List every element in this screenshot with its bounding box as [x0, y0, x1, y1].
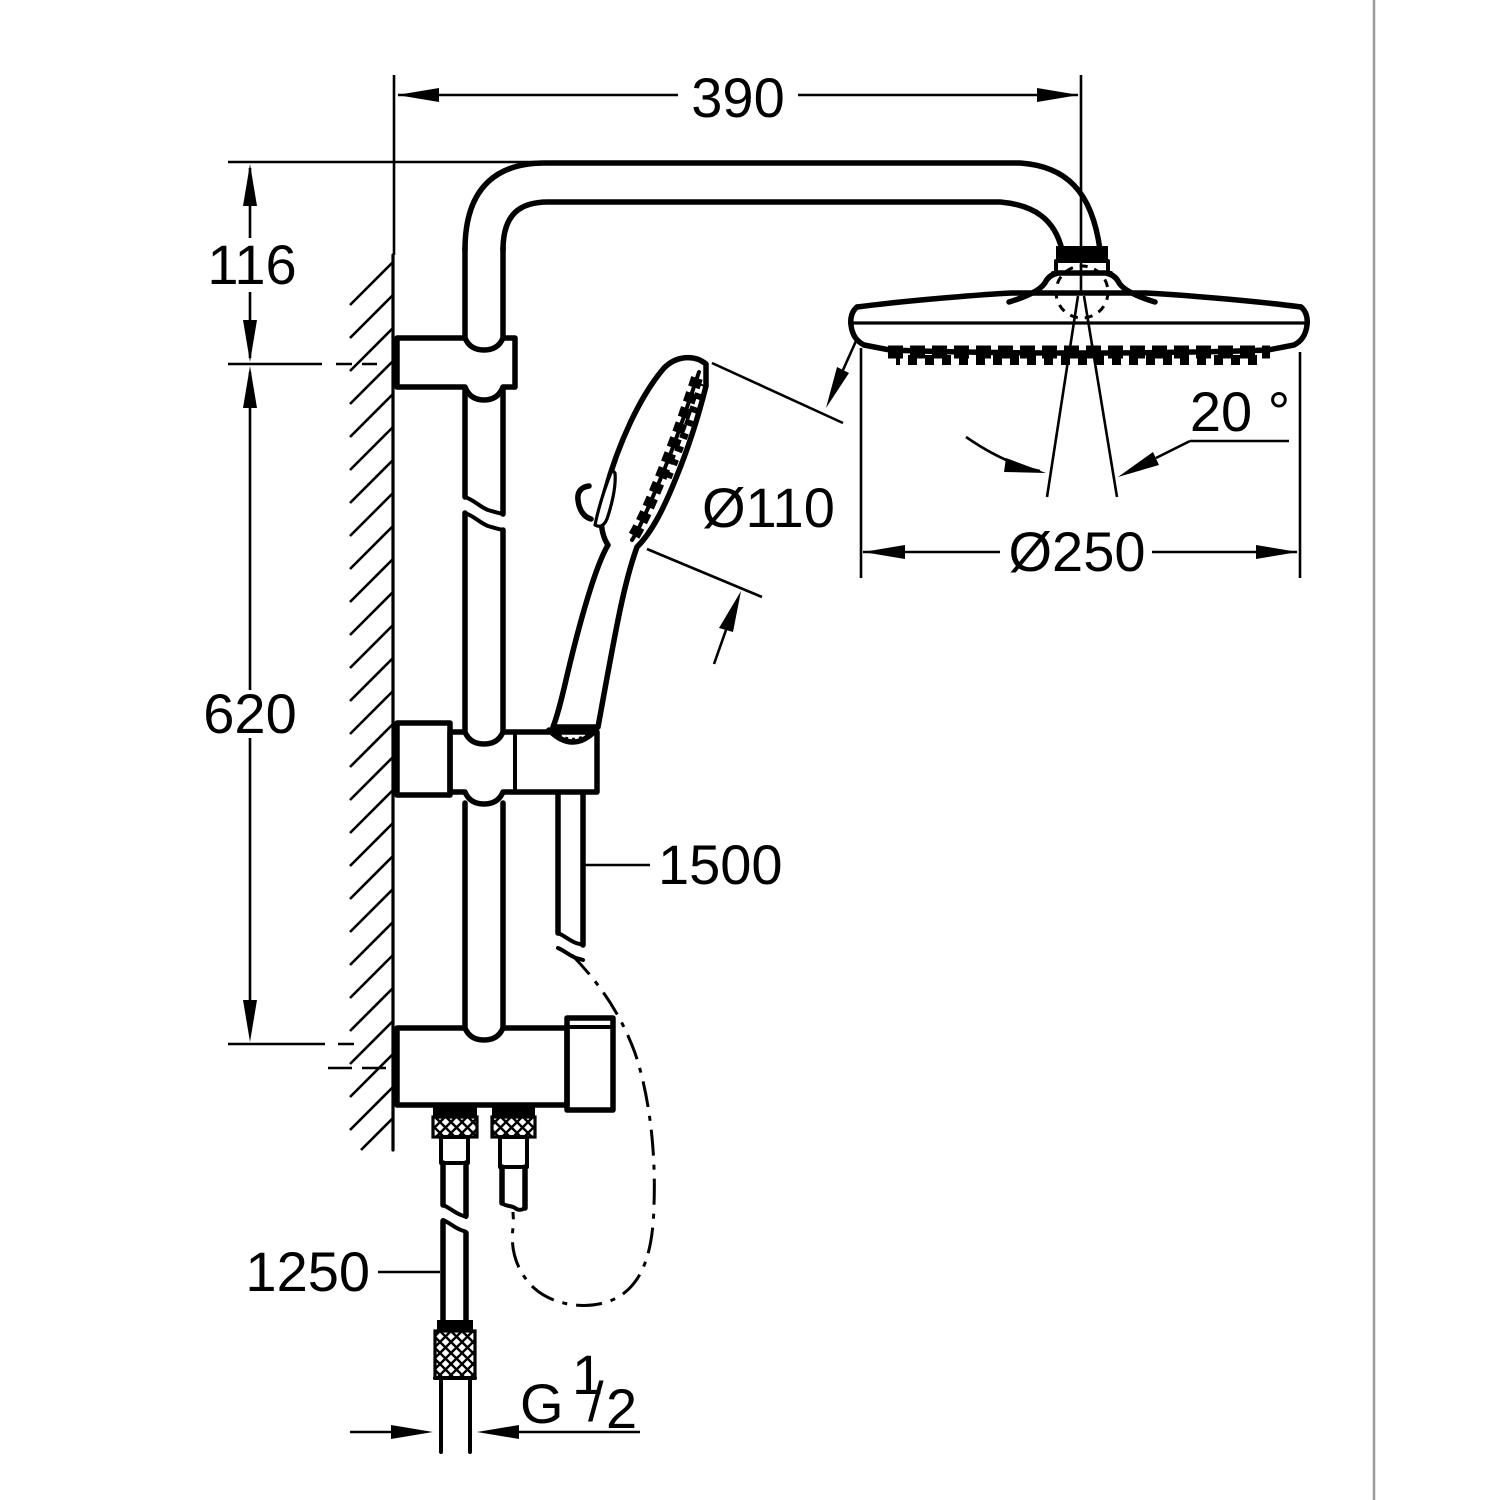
handle-cone-hatch	[552, 729, 593, 741]
dim-390-arrow-left	[397, 88, 439, 102]
dim-250-arrow-left	[863, 545, 905, 559]
holder-wall-flange	[394, 720, 453, 798]
dimension-thread-g12: G 1 / 2	[350, 1343, 640, 1440]
dimension-1250: 1250	[245, 1240, 440, 1303]
hose-end-knurl-nut	[433, 1329, 477, 1380]
shower-arm-outer	[462, 160, 1103, 253]
hand-shower-body	[550, 354, 709, 730]
left-hose-break	[441, 1203, 468, 1234]
dimension-head-diameter: Ø250	[859, 348, 1302, 583]
left-hose-fitting	[439, 1135, 470, 1165]
angle-arrow-shaft-left	[965, 435, 1041, 473]
right-hose-stub	[499, 1164, 528, 1211]
riser-pipe	[462, 245, 506, 1031]
dimension-390: 390	[392, 66, 1083, 292]
wall-bracket-top-outline	[394, 335, 518, 403]
hand-shower-nozzles-2	[662, 382, 706, 484]
riser-pipe-break	[463, 495, 505, 532]
dim-g12-arrow-right	[477, 1425, 519, 1439]
wall-hatching	[349, 261, 394, 1151]
right-hose-cut	[500, 1201, 527, 1212]
dim-620-label: 620	[203, 682, 296, 745]
wall-bracket-top	[394, 335, 518, 403]
hose-upper-break	[556, 931, 585, 962]
hand-shower-nozzles	[628, 376, 703, 539]
glider-holder	[394, 720, 600, 807]
dim-110-arrow-upper	[826, 367, 849, 408]
dim-110-arrow-lower	[719, 591, 741, 632]
dim-250-arrow-right	[1256, 545, 1298, 559]
wall	[349, 253, 395, 1152]
dim-250-extension-lines	[859, 348, 1302, 578]
dim-116-label: 116	[207, 233, 296, 296]
dim-g12-arrow-left	[391, 1425, 433, 1439]
angle-arrow-shaft-right	[1155, 439, 1191, 460]
dim-1250-label: 1250	[245, 1240, 370, 1303]
dim-angle-label: 20 °	[1190, 380, 1290, 443]
dimension-620: 620	[203, 366, 386, 1070]
thread-letter: G	[520, 1372, 564, 1435]
dim-1500-label: 1500	[658, 833, 783, 896]
riser-pipe-bottom	[462, 800, 506, 1031]
riser-pipe-upper	[462, 245, 506, 341]
hose-end-ferrule	[433, 1376, 477, 1454]
dim-110-extension-upper	[711, 361, 844, 425]
dim-390-arrow-right	[1037, 88, 1079, 102]
outlet-hoses	[433, 1135, 529, 1454]
hand-shower-button	[575, 483, 594, 522]
right-hose-fitting	[498, 1135, 529, 1169]
head-shower	[848, 290, 1310, 365]
head-rim	[848, 304, 1310, 356]
hose-slack-loop	[510, 953, 656, 1307]
dimension-116: 116	[207, 160, 545, 366]
right-union-ring	[492, 1103, 535, 1117]
dimension-angle-20: 20 °	[965, 295, 1290, 498]
dim-110-label: Ø110	[702, 476, 835, 539]
hose-upper-run	[555, 792, 586, 948]
hand-shower	[550, 354, 709, 730]
right-union-knurl-nut	[490, 1115, 537, 1139]
shower-hose	[510, 792, 656, 1307]
angle-arrow-right	[1118, 452, 1159, 477]
riser-pipe-lower	[462, 510, 506, 735]
holder-block	[447, 729, 600, 807]
dim-110-arrow-shaft-lower	[712, 629, 728, 665]
thread-numerator: 1	[572, 1343, 603, 1406]
dim-390-label: 390	[691, 66, 784, 129]
valve-knob	[564, 1015, 616, 1113]
left-union-ring	[433, 1103, 477, 1117]
thread-slash: /	[588, 1370, 604, 1433]
valve-body-outline	[394, 1025, 570, 1108]
dim-250-label: Ø250	[1009, 520, 1146, 583]
angle-reference-lines	[1045, 295, 1119, 498]
dim-620-arrow-down	[243, 1000, 257, 1042]
dim-110-extension-lower	[646, 547, 763, 599]
valve-body	[394, 1015, 616, 1139]
shower-arm	[462, 160, 1103, 253]
thread-denominator: 2	[606, 1377, 637, 1440]
head-top-surface	[854, 290, 1304, 310]
shower-arm-inner	[500, 199, 1065, 253]
dim-116-arrow-down	[243, 320, 257, 362]
hand-shower-lever	[593, 468, 617, 528]
hose-end-cap	[437, 1320, 473, 1331]
handle-cone-socket	[546, 727, 599, 745]
dim-390-extension-lines	[392, 75, 1083, 292]
left-hose-run	[440, 1160, 469, 1323]
left-union-knurl-nut	[431, 1115, 479, 1139]
dim-110-arrow-shaft-upper	[841, 340, 858, 371]
dimension-hand-diameter: Ø110	[646, 340, 858, 665]
dim-620-arrow-up	[243, 366, 257, 408]
dim-116-arrow-up	[243, 164, 257, 206]
riser-pipe-mid	[462, 385, 506, 517]
angle-arrow-left	[1004, 458, 1046, 473]
dimension-1500: 1500	[585, 833, 783, 896]
